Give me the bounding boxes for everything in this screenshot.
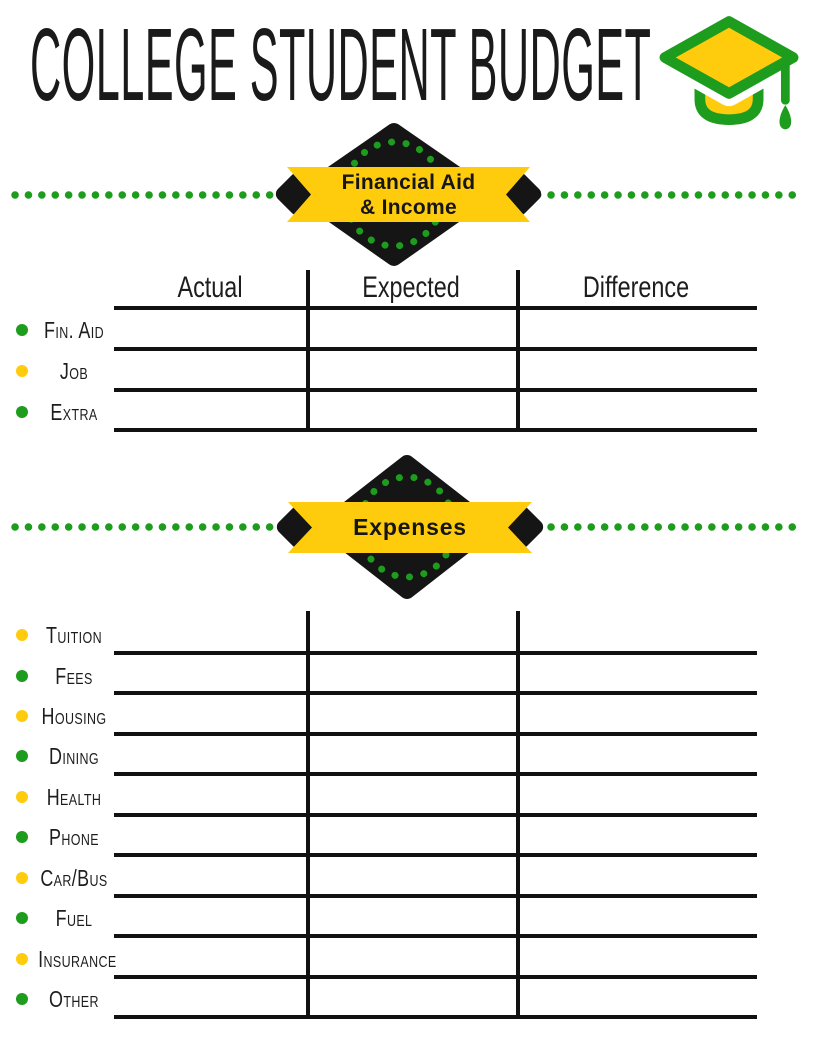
income-banner-line1: Financial Aid bbox=[341, 171, 476, 194]
bullet-icon bbox=[16, 324, 28, 336]
table-line bbox=[114, 347, 757, 351]
table-line bbox=[114, 691, 757, 695]
table-line bbox=[114, 894, 757, 898]
expense-row-health: Health bbox=[8, 784, 120, 810]
bullet-icon bbox=[16, 791, 28, 803]
row-label-text: Insurance bbox=[38, 946, 117, 972]
expenses-banner-label: Expenses bbox=[353, 514, 467, 540]
bullet-icon bbox=[16, 953, 28, 965]
expense-row-fuel: Fuel bbox=[8, 905, 120, 931]
ribbon-band bbox=[288, 502, 532, 553]
expense-row-housing: Housing bbox=[8, 703, 120, 729]
row-label-text: Dining bbox=[49, 743, 99, 769]
bullet-icon bbox=[16, 710, 28, 722]
table-line bbox=[114, 388, 757, 392]
expense-row-car-bus: Car/Bus bbox=[8, 865, 120, 891]
bullet-icon bbox=[16, 993, 28, 1005]
row-label-text: Tuition bbox=[46, 622, 102, 648]
bullet-icon bbox=[16, 912, 28, 924]
row-label-text: Fuel bbox=[55, 905, 93, 931]
cap-board bbox=[659, 16, 799, 99]
ribbon-band bbox=[287, 167, 530, 222]
table-line bbox=[114, 651, 757, 655]
row-label-text: Car/Bus bbox=[40, 865, 108, 891]
row-label-text: Fees bbox=[55, 663, 93, 689]
income-row-extra: Extra bbox=[8, 399, 120, 425]
row-label-text: Health bbox=[46, 784, 102, 810]
expense-row-dining: Dining bbox=[8, 743, 120, 769]
table-line bbox=[114, 853, 757, 857]
bullet-icon bbox=[16, 406, 28, 418]
table-line bbox=[114, 428, 757, 432]
expense-row-phone: Phone bbox=[8, 824, 120, 850]
income-banner bbox=[11, 123, 804, 266]
row-label-text: Extra bbox=[50, 399, 98, 425]
table-line bbox=[114, 813, 757, 817]
bullet-icon bbox=[16, 872, 28, 884]
bullet-icon bbox=[16, 750, 28, 762]
expenses-banner bbox=[11, 455, 804, 599]
column-header-difference: Difference bbox=[582, 271, 690, 304]
bullet-icon bbox=[16, 670, 28, 682]
expense-row-insurance: Insurance bbox=[8, 946, 120, 972]
table-line bbox=[114, 732, 757, 736]
row-label-text: Fin. Aid bbox=[44, 317, 104, 343]
row-label-text: Other bbox=[49, 986, 99, 1012]
table-column-divider bbox=[306, 270, 310, 432]
income-row-job: Job bbox=[8, 358, 120, 384]
column-header-expected: Expected bbox=[362, 271, 460, 304]
page-title: COLLEGE STUDENT BUDGET bbox=[30, 7, 652, 122]
table-line bbox=[114, 772, 757, 776]
cap-tassel-drop bbox=[779, 105, 792, 130]
expense-row-tuition: Tuition bbox=[8, 622, 120, 648]
expense-row-other: Other bbox=[8, 986, 120, 1012]
table-line bbox=[114, 975, 757, 979]
table-column-divider bbox=[516, 270, 520, 432]
table-line bbox=[114, 1015, 757, 1019]
income-row-fin-aid: Fin. Aid bbox=[8, 317, 120, 343]
income-banner-line2: & Income bbox=[360, 196, 457, 219]
table-column-divider bbox=[516, 611, 520, 1019]
row-label-text: Housing bbox=[41, 703, 107, 729]
row-label-text: Phone bbox=[49, 824, 99, 850]
row-label-text: Job bbox=[59, 358, 89, 384]
table-column-divider bbox=[306, 611, 310, 1019]
table-line bbox=[114, 306, 757, 310]
column-header-actual: Actual bbox=[177, 271, 243, 304]
bullet-icon bbox=[16, 365, 28, 377]
bullet-icon bbox=[16, 831, 28, 843]
table-line bbox=[114, 934, 757, 938]
expense-row-fees: Fees bbox=[8, 663, 120, 689]
graduation-cap-icon bbox=[652, 8, 806, 130]
income-banner-label: Financial Aid & Income bbox=[287, 170, 530, 220]
bullet-icon bbox=[16, 629, 28, 641]
